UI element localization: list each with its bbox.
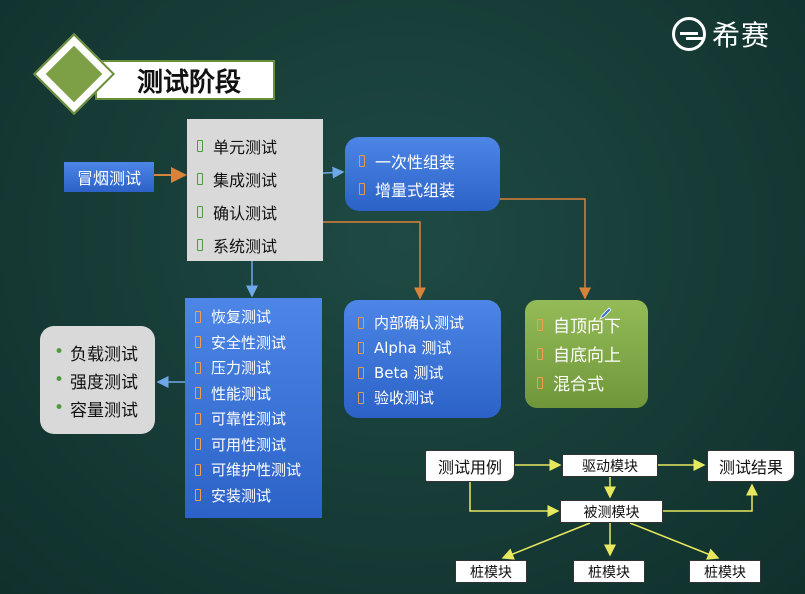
bullet-icon [537,376,543,389]
system-test-item: 可用性测试 [195,432,322,458]
system-test-item: 性能测试 [195,381,322,407]
confirmation-test-item: Beta 测试 [358,360,501,385]
bullet-icon [195,463,201,476]
integration-item: 一次性组装 [359,147,500,175]
bullet-icon [195,310,201,323]
page-title: 测试阶段 [95,60,275,100]
performance-test-item: •负载测试 [54,342,139,365]
bullet-icon [358,391,364,404]
system-tests-box: 恢复测试 安全性测试 压力测试 性能测试 可靠性测试 可用性测试 可维护性测试 … [185,298,322,518]
integration-item: 增量式组装 [359,175,500,203]
confirmation-tests-box: 内部确认测试 Alpha 测试 Beta 测试 验收测试 [344,300,501,418]
confirmation-test-item: Alpha 测试 [358,335,501,360]
performance-tests-box: •负载测试 •强度测试 •容量测试 [40,326,155,434]
pencil-icon [598,306,612,320]
bullet-icon [359,155,365,167]
confirmation-test-item: 内部确认测试 [358,310,501,335]
performance-test-item: •容量测试 [54,398,139,421]
system-test-item: 安全性测试 [195,330,322,356]
incremental-strategy-box: 自顶向下 自底向上 混合式 [525,300,648,408]
system-test-item: 安装测试 [195,483,322,509]
logo-icon [672,17,706,51]
bullet-icon [195,438,201,451]
bullet-icon [195,387,201,400]
stage-item: 确认测试 [197,195,323,228]
stub-module-box: 桩模块 [455,560,527,583]
bullet-icon [359,183,365,195]
dot-icon: • [54,398,65,418]
incremental-item: 自底向上 [537,339,648,368]
stage-item: 单元测试 [197,129,323,162]
dot-icon: • [54,370,65,390]
bullet-icon [537,318,543,331]
logo: 希赛 [672,14,800,54]
bullet-icon [358,341,364,354]
logo-text: 希赛 [712,19,771,52]
bullet-icon [195,336,201,349]
driver-module-box: 驱动模块 [562,454,658,477]
dot-icon: • [54,342,65,362]
bullet-icon [195,361,201,374]
system-test-item: 恢复测试 [195,304,322,330]
performance-test-item: •强度测试 [54,370,139,393]
bullet-icon [537,347,543,360]
bullet-icon [195,489,201,502]
bullet-icon [197,238,203,251]
confirmation-test-item: 验收测试 [358,385,501,410]
bullet-icon [197,172,203,185]
bullet-icon [358,366,364,379]
stage-item: 集成测试 [197,162,323,195]
test-result-box: 测试结果 [707,450,795,482]
bullet-icon [358,316,364,329]
bullet-icon [195,412,201,425]
stub-module-box: 桩模块 [689,560,761,583]
bullet-icon [197,205,203,218]
stub-module-box: 桩模块 [573,560,645,583]
system-test-item: 可靠性测试 [195,406,322,432]
bullet-icon [197,139,203,152]
integration-box: 一次性组装 增量式组装 [345,137,500,211]
module-under-test-box: 被测模块 [560,500,663,523]
system-test-item: 可维护性测试 [195,457,322,483]
stage-item: 系统测试 [197,228,323,261]
incremental-item: 自顶向下 [537,310,648,339]
incremental-item: 混合式 [537,368,648,397]
test-case-box: 测试用例 [425,450,515,482]
smoke-test-box: 冒烟测试 [64,162,154,192]
test-stages-box: 单元测试 集成测试 确认测试 系统测试 [187,119,323,261]
system-test-item: 压力测试 [195,355,322,381]
